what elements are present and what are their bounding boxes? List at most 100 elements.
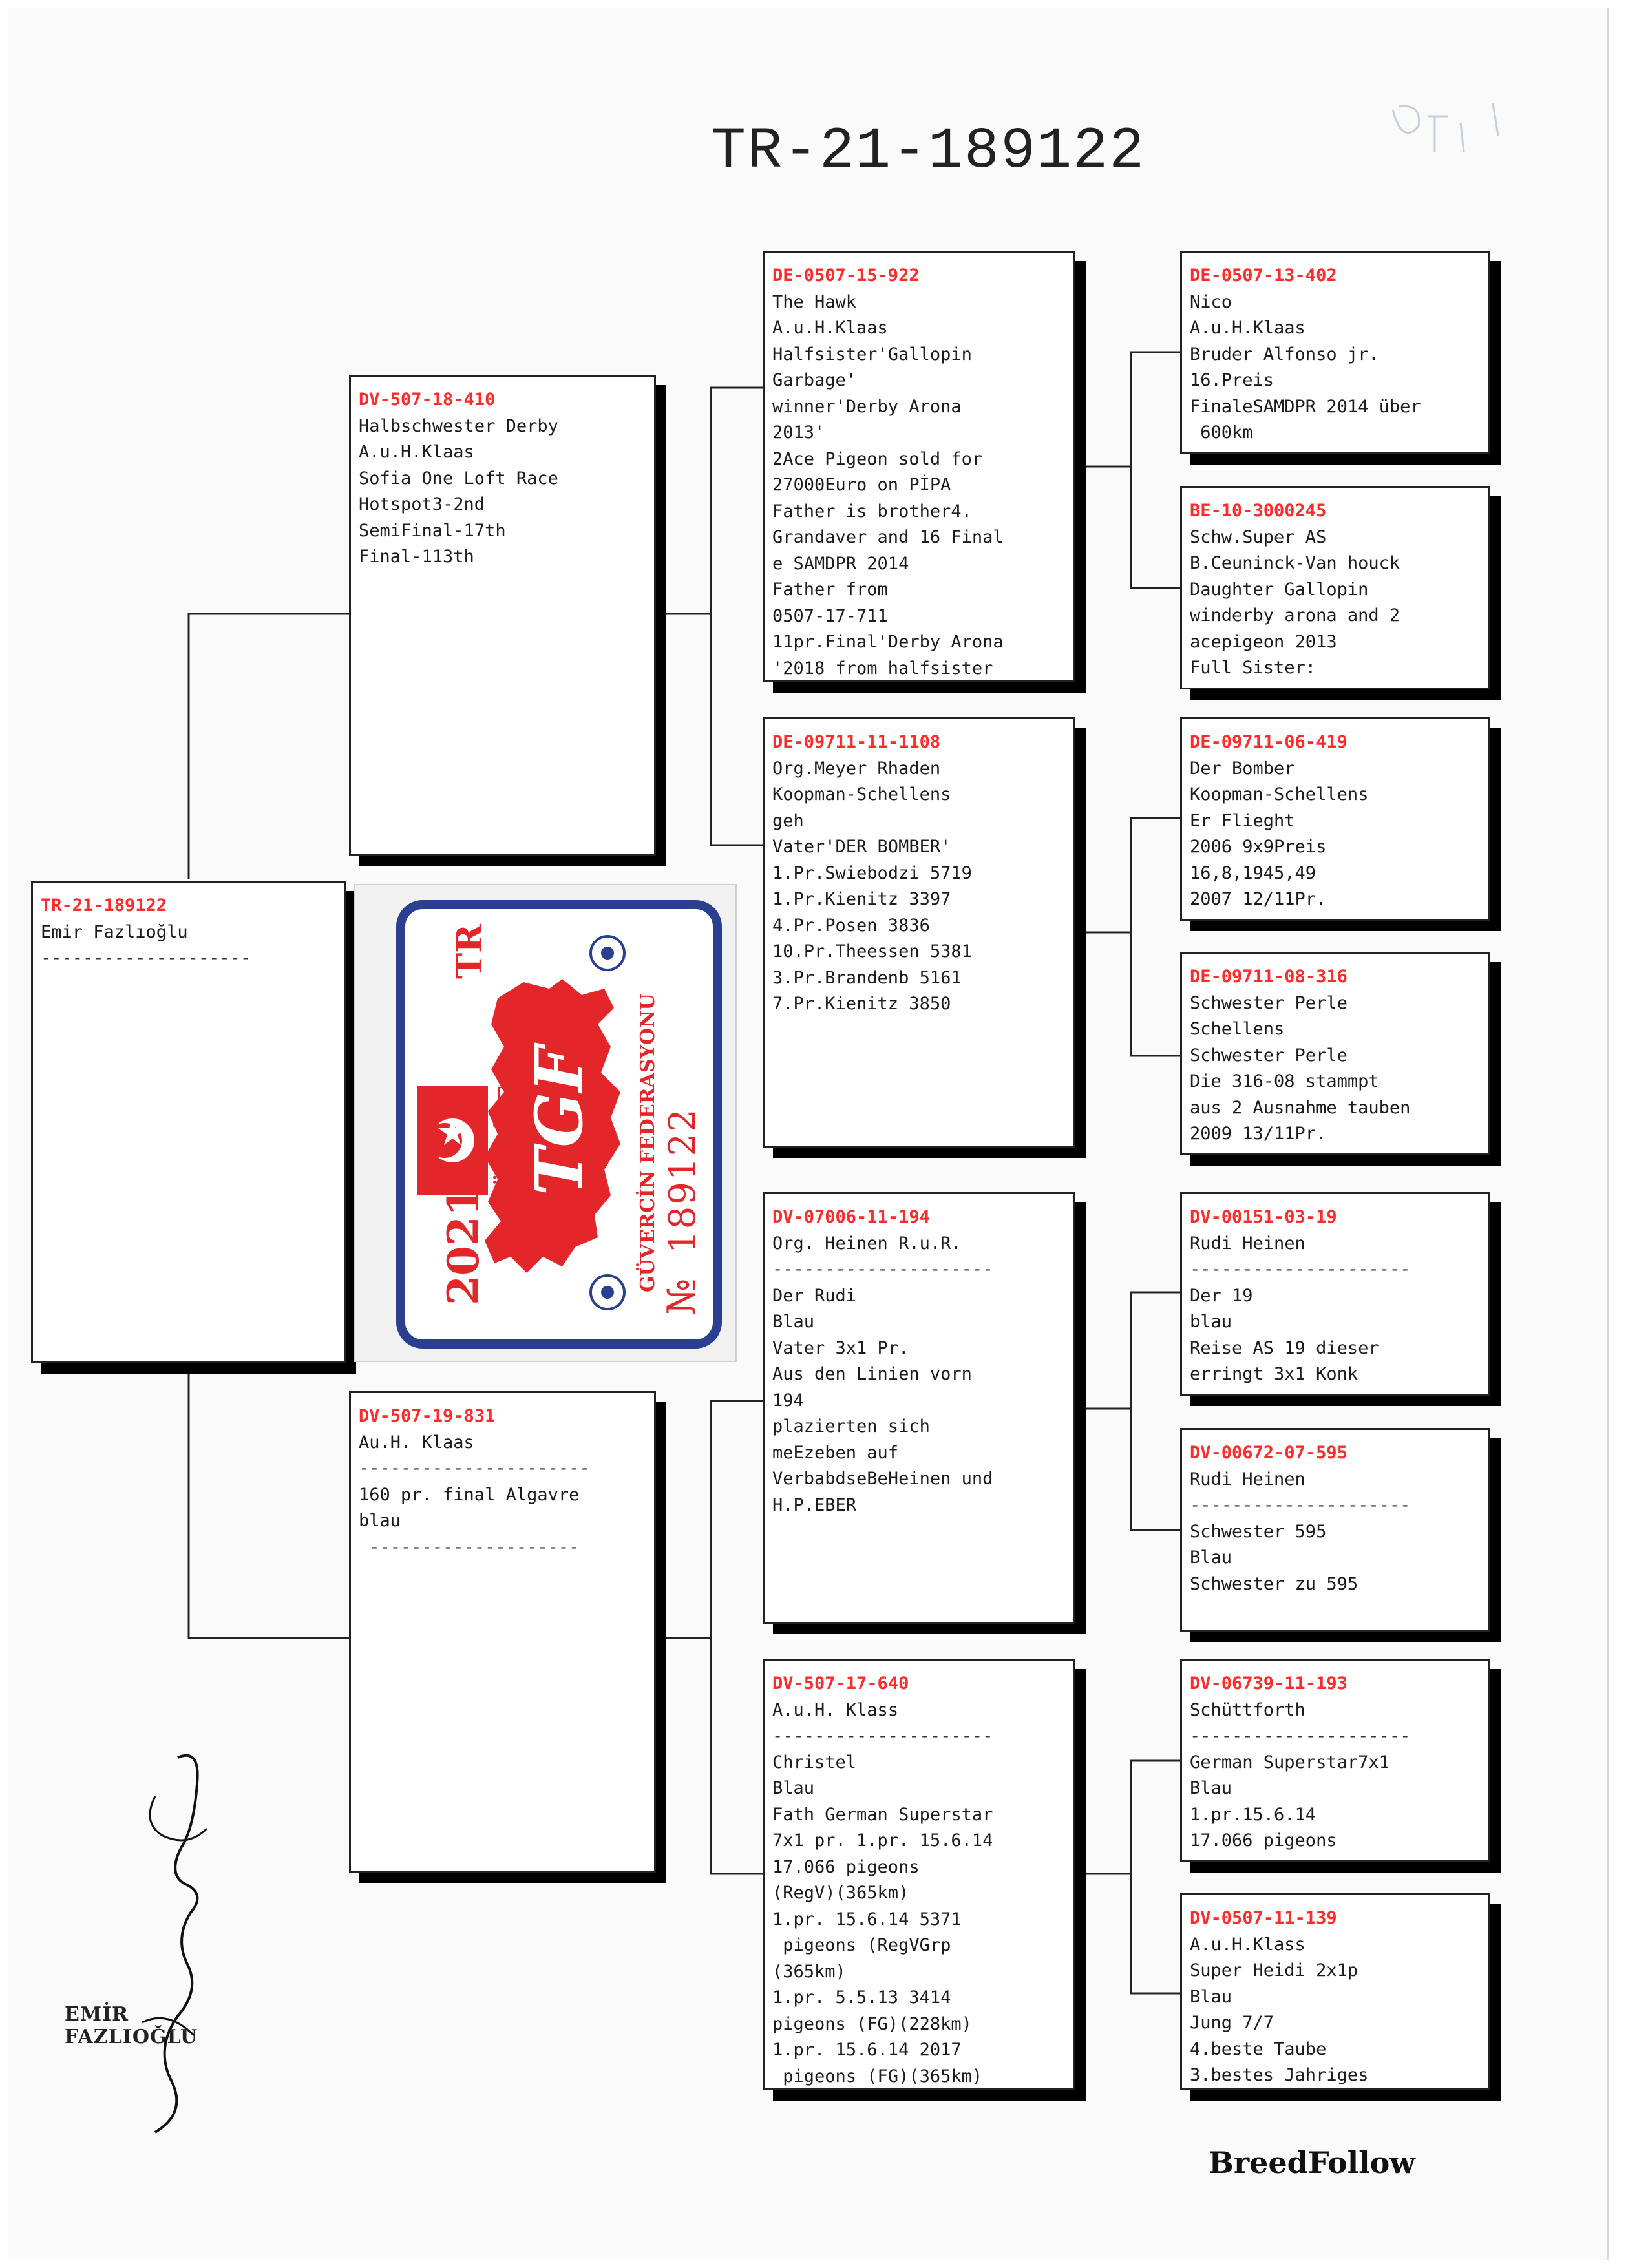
info-line: B.Ceuninck-Van houck bbox=[1190, 553, 1400, 573]
info-line: 1.pr. 15.6.14 5371 bbox=[772, 1909, 962, 1929]
ring-number: DE-0507-13-402 bbox=[1190, 266, 1337, 286]
info-line: German Superstar7x1 bbox=[1190, 1752, 1389, 1772]
ring-number: DV-06739-11-193 bbox=[1190, 1674, 1347, 1694]
info-line: 2007 12/11Pr. bbox=[1190, 889, 1327, 909]
info-line: 600km bbox=[1190, 423, 1253, 443]
pigeon-medallion-icon bbox=[589, 1274, 626, 1310]
ring-number: BE-10-3000245 bbox=[1190, 501, 1327, 521]
ancestor-box-5[interactable]: DV-00151-03-19 Rudi Heinen -------------… bbox=[1180, 1192, 1490, 1396]
ancestor-box-3[interactable]: DE-09711-06-419 Der Bomber Koopman-Schel… bbox=[1180, 717, 1490, 921]
badge-federation-name: GÜVERCİN FEDERASYONU bbox=[635, 993, 659, 1292]
handwritten-mark bbox=[1391, 103, 1499, 152]
info-line: blau bbox=[1190, 1312, 1232, 1332]
info-line: 1.pr. 5.5.13 3414 bbox=[772, 1988, 951, 2008]
connector-subject-dam bbox=[187, 1367, 349, 1639]
info-line: Schw.Super AS bbox=[1190, 527, 1327, 547]
info-line: Christel bbox=[772, 1752, 857, 1772]
info-line: Schwester Perle bbox=[1190, 1045, 1347, 1066]
owner-name: Emir Fazlıoğlu bbox=[41, 921, 188, 942]
info-line: Vater'DER BOMBER' bbox=[772, 837, 951, 857]
dam-dam-box[interactable]: DV-507-17-640 A.u.H. Klass -------------… bbox=[763, 1659, 1075, 2090]
info-line: Blau bbox=[1190, 1548, 1232, 1568]
info-line: 7.Pr.Kienitz 3850 bbox=[772, 994, 951, 1014]
info-line: FinaleSAMDPR 2014 über bbox=[1190, 396, 1421, 417]
info-line: Rudi Heinen bbox=[1190, 1469, 1305, 1489]
info-line: Org. Heinen R.u.R. bbox=[772, 1233, 962, 1254]
divider: --------------------- bbox=[1190, 1726, 1411, 1746]
divider: --------------------- bbox=[1190, 1495, 1411, 1515]
info-line: Schwester Perle bbox=[1190, 992, 1347, 1013]
info-line: Blau bbox=[1190, 1778, 1232, 1798]
info-line: (RegV)(365km) bbox=[772, 1883, 909, 1903]
divider: --------------------- bbox=[772, 1259, 993, 1279]
info-line: erringt 3x1 Konk bbox=[1190, 1364, 1358, 1384]
sire-sire-box[interactable]: DE-0507-15-922 The Hawk A.u.H.Klaas Half… bbox=[763, 251, 1075, 682]
ancestor-box-4[interactable]: DE-09711-08-316 Schwester Perle Schellen… bbox=[1180, 952, 1490, 1155]
info-line: A.u.H.Klaas bbox=[1190, 318, 1305, 338]
info-line: 4.beste Taube bbox=[1190, 2039, 1327, 2059]
info-line: Aus den Linien vorn bbox=[772, 1364, 972, 1384]
info-line: Schwester 595 bbox=[1190, 1521, 1327, 1542]
info-line: 27000Euro on PİPA bbox=[772, 475, 951, 495]
connector-sire-dam-parents bbox=[1075, 817, 1180, 1057]
info-line: H.P.EBER bbox=[772, 1495, 857, 1515]
info-line: blau bbox=[359, 1511, 401, 1531]
info-line: 194 bbox=[772, 1390, 804, 1411]
info-line: 160 pr. final Algavre bbox=[359, 1484, 580, 1505]
sire-box[interactable]: DV-507-18-410 Halbschwester Derby A.u.H.… bbox=[349, 375, 656, 856]
info-line: VerbabdseBeHeinen und bbox=[772, 1469, 993, 1489]
ring-number: DV-00151-03-19 bbox=[1190, 1207, 1337, 1227]
info-line: Au.H. Klaas bbox=[359, 1432, 474, 1453]
info-line: 1.Pr.Kienitz 3397 bbox=[772, 889, 951, 909]
divider: --------------------- bbox=[772, 1726, 993, 1746]
info-line: Blau bbox=[772, 1778, 815, 1798]
sire-dam-box[interactable]: DE-09711-11-1108 Org.Meyer Rhaden Koopma… bbox=[763, 717, 1075, 1148]
info-line: Schüttforth bbox=[1190, 1699, 1305, 1720]
info-line: The Hawk bbox=[772, 291, 857, 312]
info-line: Fath German Superstar bbox=[772, 1804, 993, 1825]
turkey-map-shape bbox=[485, 979, 620, 1273]
info-line: Der Rudi bbox=[772, 1285, 857, 1306]
info-line: Org.Meyer Rhaden bbox=[772, 758, 941, 779]
info-line: pigeons (FG)(365km) bbox=[772, 2066, 983, 2086]
ancestor-box-7[interactable]: DV-06739-11-193 Schüttforth ------------… bbox=[1180, 1659, 1490, 1862]
badge-year: 2021 bbox=[438, 1186, 489, 1305]
ring-number: DV-00672-07-595 bbox=[1190, 1443, 1347, 1463]
info-line: Blau bbox=[1190, 1986, 1232, 2007]
ancestor-box-8[interactable]: DV-0507-11-139 A.u.H.Klass Super Heidi 2… bbox=[1180, 1893, 1490, 2090]
info-line: (365km) bbox=[772, 1961, 846, 1982]
ring-card: 2021 TR TÜRKİYE TGF GÜVERCİN FEDERASYONU… bbox=[354, 884, 737, 1362]
info-line: Bruder Alfonso jr. bbox=[1190, 344, 1379, 364]
info-line: e SAMDPR 2014 bbox=[772, 553, 909, 574]
badge-country: TÜRKİYE bbox=[493, 1084, 523, 1208]
info-line: winderby arona and 2 bbox=[1190, 605, 1400, 625]
info-line: 2006 9x9Preis bbox=[1190, 837, 1327, 857]
badge-country-code: TR bbox=[449, 923, 490, 979]
tgf-badge: 2021 TR TÜRKİYE TGF GÜVERCİN FEDERASYONU… bbox=[396, 900, 722, 1349]
info-line: Schellens bbox=[1190, 1019, 1285, 1039]
info-line: 10.Pr.Theessen 5381 bbox=[772, 941, 972, 961]
ring-number: DE-09711-11-1108 bbox=[772, 732, 941, 752]
info-line: 1.pr. 15.6.14 2017 bbox=[772, 2040, 962, 2060]
dam-sire-box[interactable]: DV-07006-11-194 Org. Heinen R.u.R. -----… bbox=[763, 1192, 1075, 1624]
pigeon-medallion-icon bbox=[589, 935, 626, 971]
info-line: A.u.H. Klass bbox=[772, 1699, 899, 1720]
info-line: Blau bbox=[772, 1312, 815, 1332]
info-line: 2Ace Pigeon sold for bbox=[772, 448, 983, 469]
info-line: winner'Derby Arona bbox=[772, 396, 962, 417]
info-line: geh bbox=[772, 810, 804, 831]
badge-border bbox=[396, 900, 722, 1349]
info-line: acepigeon 2013 bbox=[1190, 631, 1337, 652]
divider: ---------------------- bbox=[359, 1458, 590, 1478]
ring-number: DV-507-19-831 bbox=[359, 1406, 496, 1426]
info-line: Halfsister'Gallopin bbox=[772, 344, 972, 364]
subject-box[interactable]: TR-21-189122 Emir Fazlıoğlu ------------… bbox=[31, 881, 346, 1363]
dam-box[interactable]: DV-507-19-831 Au.H. Klaas --------------… bbox=[349, 1391, 656, 1873]
info-line: A.u.H.Klaas bbox=[359, 442, 474, 462]
ancestor-box-2[interactable]: BE-10-3000245 Schw.Super AS B.Ceuninck-V… bbox=[1180, 486, 1490, 689]
ancestor-box-6[interactable]: DV-00672-07-595 Rudi Heinen ------------… bbox=[1180, 1428, 1490, 1632]
ancestor-box-1[interactable]: DE-0507-13-402 Nico A.u.H.Klaas Bruder A… bbox=[1180, 251, 1490, 454]
ring-number: DV-0507-11-139 bbox=[1190, 1908, 1337, 1928]
ring-number: DV-507-18-410 bbox=[359, 390, 496, 410]
